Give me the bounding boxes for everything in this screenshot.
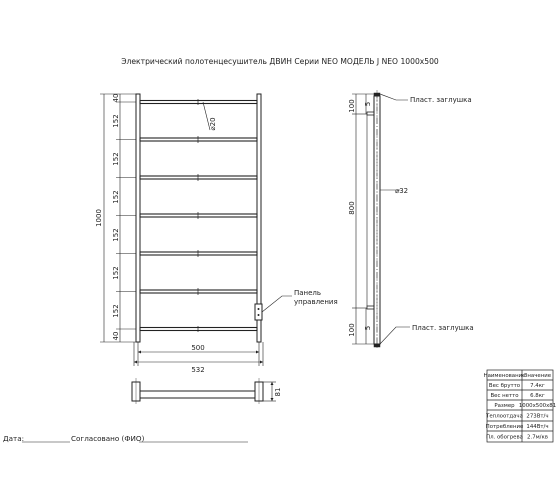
table-row-value: 1000x500x81 xyxy=(519,403,556,409)
rungs xyxy=(139,99,258,332)
bottom-bracket xyxy=(366,305,375,310)
approved-label: Согласовано (ФИО) xyxy=(71,434,145,443)
control-panel-label: Панель управления xyxy=(294,289,338,306)
table-row-value: 7.4кг xyxy=(530,383,545,389)
side-middle-dim: 800 xyxy=(348,201,356,214)
bottom-offset-label: 40 xyxy=(112,332,120,341)
rung-4 xyxy=(139,213,258,218)
top-view xyxy=(131,378,276,404)
table-row-name: Размер xyxy=(494,403,515,409)
rung-diameter-label: ⌀20 xyxy=(209,117,217,130)
top-plug-label: Пласт. заглушка xyxy=(410,96,472,104)
table-row-name: Пл. обогрева xyxy=(486,435,523,441)
top-bracket xyxy=(366,111,375,116)
top-view-rung xyxy=(139,390,256,399)
side-top-small: 5 xyxy=(364,102,372,106)
pitch-2-label: 152 xyxy=(112,152,120,165)
spec-table: Наименование Значение Вес брутто 7.4кг В… xyxy=(484,369,556,443)
rung-5 xyxy=(139,251,258,256)
total-width-label: 532 xyxy=(191,366,204,374)
table-header-name: Наименование xyxy=(484,373,527,379)
rung-7 xyxy=(139,326,258,332)
date-label: Дата: xyxy=(3,434,24,443)
bottom-plug xyxy=(373,343,381,348)
table-row-name: Вес нетто xyxy=(490,393,518,399)
table-row-value: 6.8кг xyxy=(530,393,545,399)
rung-1 xyxy=(139,99,258,105)
rung-2 xyxy=(139,137,258,142)
pitch-4-label: 152 xyxy=(112,228,120,241)
table-row-value: 273Вт/ч xyxy=(526,414,548,420)
inner-width-label: 500 xyxy=(191,344,204,352)
total-height-label: 1000 xyxy=(95,209,103,227)
side-top-dim: 100 xyxy=(348,99,356,112)
pitch-1-label: 152 xyxy=(112,114,120,127)
table-row-value: 2.7м/кв xyxy=(527,435,548,441)
top-offset-label: 40 xyxy=(112,94,120,103)
pipe-diameter-label: ⌀32 xyxy=(395,187,408,195)
pitch-3-label: 152 xyxy=(112,190,120,203)
side-view xyxy=(352,90,410,350)
pitch-6-label: 152 xyxy=(112,304,120,317)
side-bottom-small: 5 xyxy=(364,326,372,330)
table-row-value: 144Вт/ч xyxy=(526,424,548,430)
depth-label: 81 xyxy=(274,388,282,397)
bottom-plug-label: Пласт. заглушка xyxy=(412,324,474,332)
drawing-title: Электрический полотенцесушитель ДВИН Сер… xyxy=(121,57,439,66)
pitch-5-label: 152 xyxy=(112,266,120,279)
rung-3 xyxy=(139,175,258,180)
table-row-name: Теплоотдача xyxy=(485,414,523,420)
table-row-name: Потребление xyxy=(486,424,524,430)
table-header-value: Значение xyxy=(524,373,552,379)
table-row-name: Вес брутто xyxy=(489,383,520,389)
control-panel xyxy=(254,303,263,321)
rung-6 xyxy=(139,289,258,294)
front-view xyxy=(100,93,292,366)
left-post xyxy=(135,93,141,343)
footer: Дата: Согласовано (ФИО) xyxy=(3,434,248,443)
side-bottom-dim: 100 xyxy=(348,323,356,336)
top-plug xyxy=(373,92,381,97)
